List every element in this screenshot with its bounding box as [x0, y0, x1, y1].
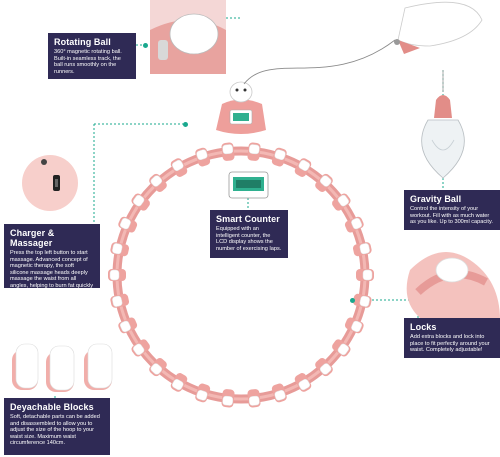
feature-title: Smart Counter	[216, 214, 280, 224]
feature-title: Deyachable Blocks	[10, 402, 94, 412]
feature-text: Equipped with an intelligent counter, th…	[216, 226, 282, 252]
hoop-block	[170, 373, 188, 392]
hoop-block	[332, 339, 351, 357]
hoop-block	[149, 173, 167, 192]
hoop-block	[315, 173, 333, 192]
feature-card-smart-counter: Smart Counter Equipped with an intellige…	[210, 210, 288, 258]
feature-card-blocks: Deyachable Blocks Soft, detachable parts…	[4, 398, 110, 455]
block-icon	[12, 343, 113, 392]
hoop-block	[352, 242, 372, 257]
hoop-block	[271, 147, 287, 167]
hoop-block	[131, 193, 150, 211]
feature-card-locks: Locks Add extra blocks and lock into pla…	[404, 318, 500, 358]
hoop-block	[221, 142, 235, 161]
lcd-counter-icon	[228, 171, 269, 199]
hoop-blocks	[108, 142, 374, 408]
hoop-block	[247, 389, 261, 408]
feature-text: Control the intensity of your workout. F…	[410, 206, 493, 226]
hoop-block	[352, 293, 372, 308]
feature-card-rotating-ball: Rotating Ball 360° magnetic rotating bal…	[48, 33, 136, 79]
feature-title: Rotating Ball	[54, 37, 111, 47]
hoop-block	[110, 242, 130, 257]
feature-text: Add extra blocks and lock into place to …	[410, 334, 490, 354]
hoop-block	[315, 358, 333, 377]
feature-text: Press the top left button to start massa…	[10, 250, 94, 296]
feature-text: Soft, detachable parts can be added and …	[10, 414, 100, 447]
charging-port-icon	[22, 155, 78, 211]
hoop-block	[110, 293, 130, 308]
rotating-ball-inset	[150, 0, 240, 74]
connector-dot	[350, 298, 355, 303]
hoop-block	[131, 339, 150, 357]
hoop-block	[344, 216, 364, 233]
hoop-block	[332, 193, 351, 211]
hoop-block	[271, 383, 287, 403]
hoop-block	[294, 158, 312, 177]
hoop-block	[170, 158, 188, 177]
feature-card-charger: Charger & Massager Press the top left bu…	[4, 224, 100, 296]
feature-text: 360° magnetic rotating ball. Built-in se…	[54, 49, 122, 75]
feature-title: Gravity Ball	[410, 194, 462, 204]
connector-dot	[143, 43, 148, 48]
hoop-block	[344, 317, 364, 334]
connector-dot	[183, 122, 188, 127]
hoop-block	[221, 389, 235, 408]
hoop-block	[195, 383, 211, 403]
feature-title: Locks	[410, 322, 437, 332]
hoop-block	[108, 269, 126, 281]
hoop-block	[149, 358, 167, 377]
hoop-block	[247, 142, 261, 161]
hoop-block	[195, 147, 211, 167]
gravity-ball-icon	[394, 1, 483, 179]
hoop-block	[356, 269, 374, 281]
feature-title: Charger & Massager	[10, 228, 55, 248]
feature-card-gravity-ball: Gravity Ball Control the intensity of yo…	[404, 190, 500, 230]
rotating-ball-on-hoop	[216, 39, 396, 134]
hoop-block	[294, 373, 312, 392]
lock-icon	[406, 252, 500, 320]
hoop-block	[118, 216, 138, 233]
hoop-block	[118, 317, 138, 334]
